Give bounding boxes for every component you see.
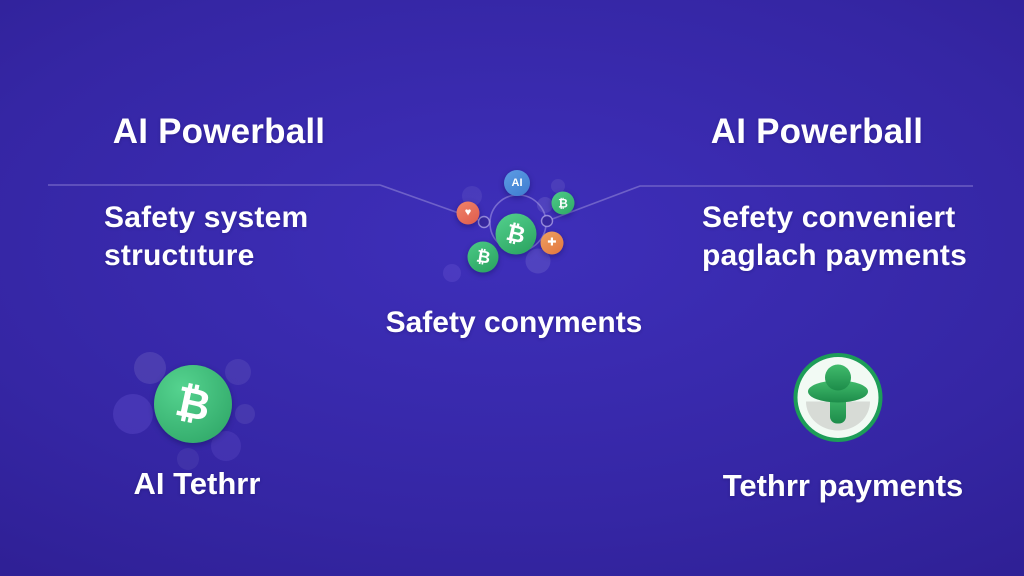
bubble (134, 352, 166, 384)
right-subtitle: Sefety conveniert paglach payments (702, 199, 967, 275)
bitcoin-icon: ₿ (504, 218, 529, 249)
tether-bitcoin-coin-icon: ₿ (154, 365, 232, 443)
heart-coin-icon: ♥ (456, 201, 480, 225)
bitcoin-main-coin-icon: ₿ (495, 213, 537, 255)
left-title: AI Powerball (112, 112, 326, 151)
tether-payments-icon (792, 352, 884, 449)
bubble (537, 197, 553, 213)
bubble (551, 179, 565, 193)
ring-node-left (477, 215, 491, 229)
right-title: AI Powerball (710, 112, 924, 151)
divider-line-right (546, 185, 973, 222)
right-subtitle-line1: Sefety conveniert (702, 201, 956, 234)
left-coin-label: AI Tethrr (133, 466, 261, 501)
bubble (211, 431, 241, 461)
plus-icon: ✚ (547, 236, 557, 249)
bubble (113, 394, 153, 434)
left-subtitle-line1: Safety system (104, 201, 309, 234)
bitcoin-icon: ₿ (558, 196, 568, 210)
bubble (177, 448, 199, 470)
heart-icon: ♥ (464, 206, 472, 219)
bitcoin-small-coin-icon: ₿ (551, 191, 575, 215)
bitcoin-left-coin-icon: ₿ (467, 241, 499, 273)
bubble (225, 359, 251, 385)
ring-node-right (540, 214, 554, 228)
left-subtitle-line2: structıture (104, 239, 255, 272)
bubble (235, 404, 255, 424)
right-coin-label: Tethrr payments (722, 468, 964, 503)
bitcoin-icon: ₿ (171, 376, 215, 431)
tether-icon (793, 353, 883, 442)
ai-icon: AI (511, 176, 523, 189)
plus-coin-icon: ✚ (540, 231, 564, 255)
bubble (443, 264, 461, 282)
divider-line-left (48, 184, 485, 223)
center-caption: Safety conyments (385, 306, 643, 339)
bubble (462, 186, 482, 206)
ai-coin-icon: AI (504, 170, 530, 196)
bitcoin-icon: ₿ (474, 246, 492, 268)
right-subtitle-line2: paglach payments (702, 239, 967, 272)
left-subtitle: Safety system structıture (104, 199, 308, 275)
